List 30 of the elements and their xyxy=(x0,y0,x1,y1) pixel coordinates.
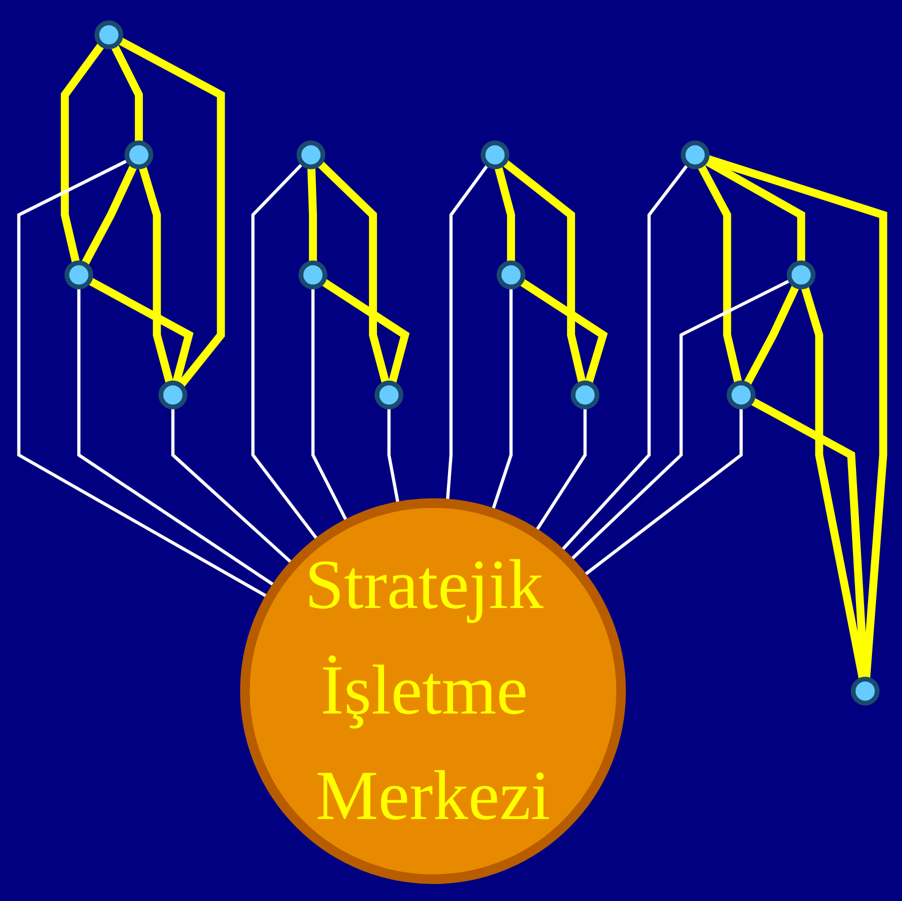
node-circle xyxy=(240,498,626,884)
node-circle xyxy=(570,380,600,409)
connector xyxy=(743,284,800,386)
connector xyxy=(118,36,225,388)
connector xyxy=(110,43,143,142)
connector xyxy=(494,164,516,262)
connector xyxy=(320,278,410,384)
connector xyxy=(60,42,105,264)
node-circle xyxy=(124,140,154,169)
connector xyxy=(80,164,138,266)
connector xyxy=(87,276,194,384)
connector xyxy=(697,163,742,384)
node-circle xyxy=(850,676,880,705)
connector xyxy=(502,158,586,384)
node-circle xyxy=(158,380,188,409)
connector xyxy=(316,160,390,384)
node-circle xyxy=(374,380,404,409)
connector xyxy=(518,278,608,384)
node-circle xyxy=(296,140,326,169)
node-circle xyxy=(726,380,756,409)
node-circle xyxy=(480,140,510,169)
node-circle xyxy=(786,260,816,289)
node-circle xyxy=(680,140,710,169)
node-circle xyxy=(64,260,94,289)
node-circle xyxy=(496,260,526,289)
connector xyxy=(138,164,174,384)
node-circle xyxy=(298,260,328,289)
connector xyxy=(307,166,317,262)
node-circle xyxy=(94,20,124,49)
network-diagram: Stratejik İşletme Merkezi xyxy=(6,10,896,892)
